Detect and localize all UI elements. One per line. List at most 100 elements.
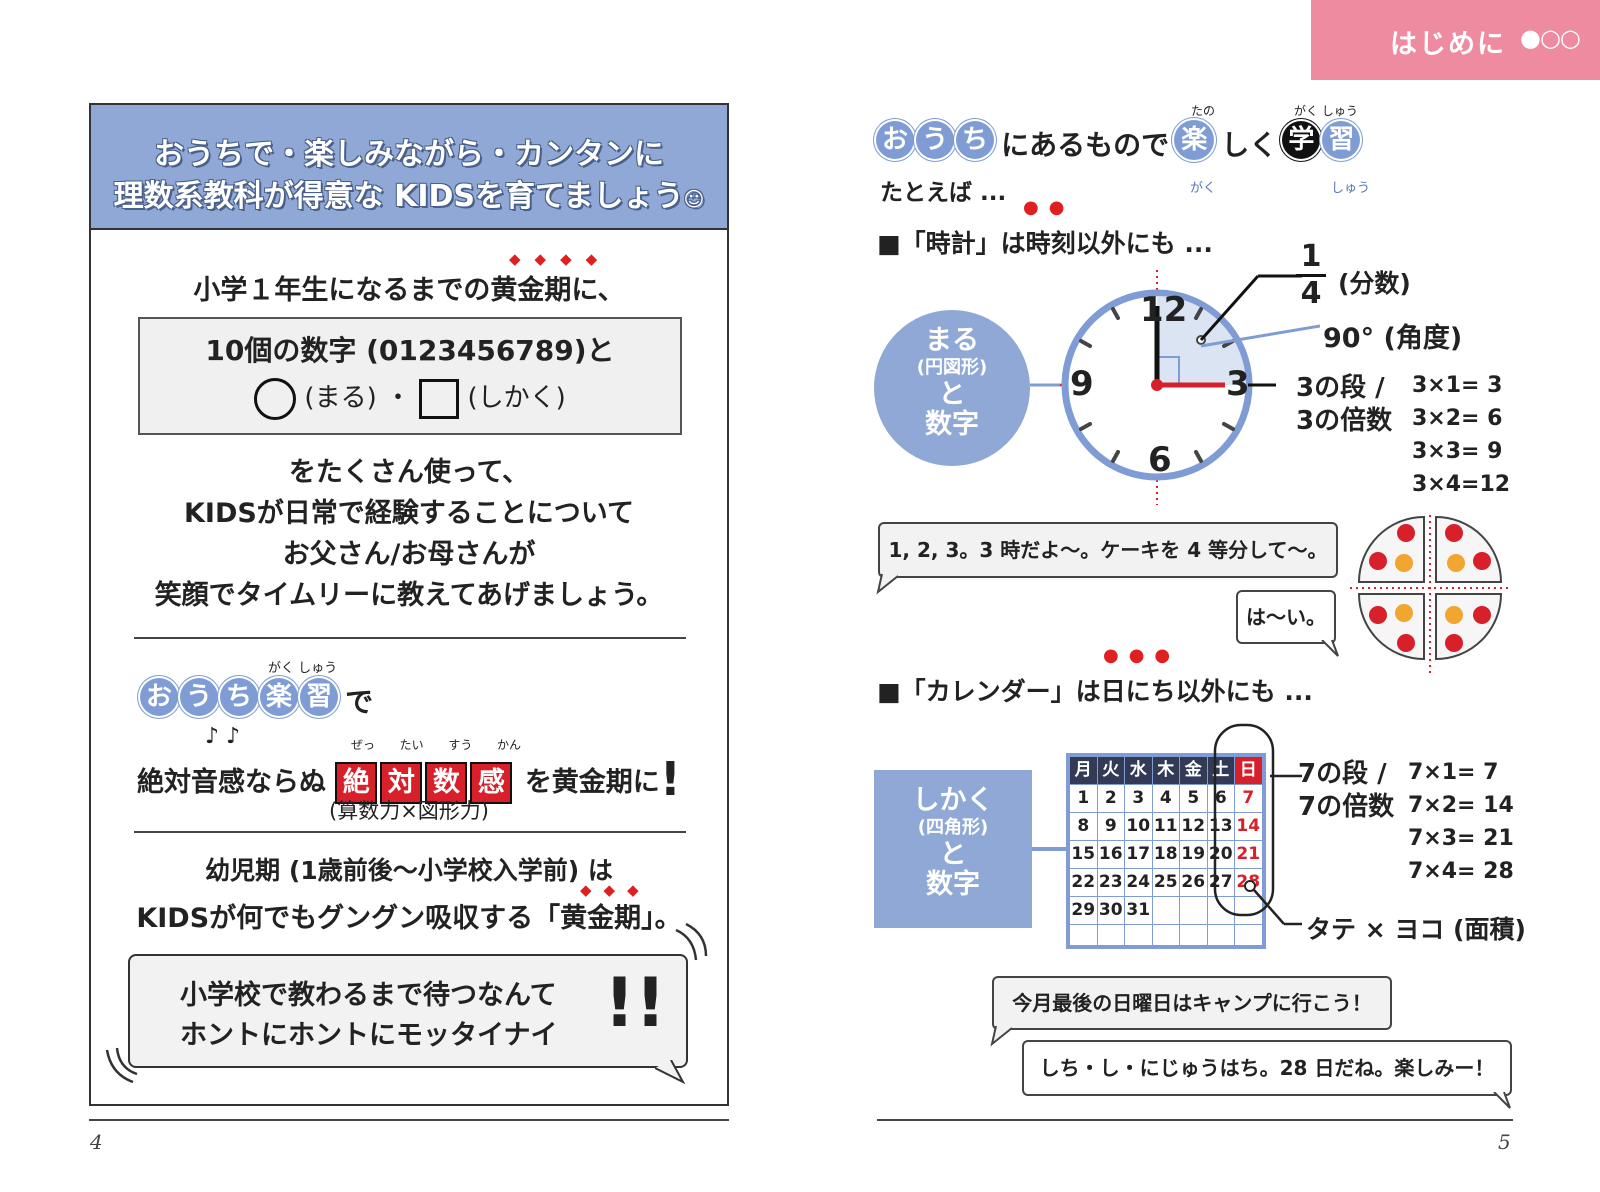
page-rule <box>89 1119 729 1121</box>
calendar-day-cell: 10 <box>1125 813 1152 840</box>
calendar-empty-cell <box>1207 925 1234 945</box>
digits-box: 10個の数字 (0123456789)と (まる) ・ (しかく) <box>138 317 682 435</box>
calendar-header-cell: 火 <box>1097 757 1124 784</box>
emphasis-dots: ◆◆◆◆ <box>509 250 612 268</box>
calendar-day-cell: 23 <box>1097 869 1124 896</box>
calendar-empty-cell <box>1152 925 1179 945</box>
body-line-3: お父さん/お母さんが <box>282 539 536 570</box>
calendar-empty-cell <box>1125 925 1152 945</box>
calendar-header-cell: 土 <box>1207 757 1234 784</box>
intro-text: 小学１年生になるまでの黄金期に、 <box>193 275 625 306</box>
ouchi-ruby: がく しゅう <box>268 661 338 676</box>
ouchi-gakushu-heading: おうち楽習 で <box>140 678 373 721</box>
dan7-line: 7の倍数 <box>1298 792 1395 822</box>
calendar-header-cell: 水 <box>1125 757 1152 784</box>
calendar-speech-bubble-1: 今月最後の日曜日はキャンプに行こう！ <box>992 976 1392 1030</box>
clock-diagram <box>1030 270 1320 505</box>
dan3-line: 3の倍数 <box>1296 406 1393 436</box>
calendar-day-cell: 3 <box>1125 785 1152 812</box>
title-ruby-shu: しゅう <box>1331 181 1371 196</box>
calendar-empty-cell <box>1235 925 1262 945</box>
calendar-day-cell: 16 <box>1097 841 1124 868</box>
calendar-day-cell: 22 <box>1070 869 1097 896</box>
calendar-empty-cell <box>1180 925 1207 945</box>
music-notes-icon: ♪ ♪ <box>205 724 241 749</box>
clock-number-6: 6 <box>1148 440 1172 480</box>
calendar-day-cell: 7 <box>1235 785 1262 812</box>
black-round-char: 学 <box>1282 121 1321 159</box>
label-line: まる <box>925 325 979 356</box>
calendar-day-cell: 4 <box>1152 785 1179 812</box>
ouchi-suffix: で <box>345 685 374 719</box>
title-middle: にあるもので <box>1001 128 1170 162</box>
round-char: 楽 <box>1174 120 1215 160</box>
red-box-char: 絶 <box>335 762 378 804</box>
round-char: 習 <box>300 678 338 716</box>
fraction-bar <box>1296 274 1326 277</box>
header-line-2-text: 理数系教科が得意な KIDSを育てましょう <box>113 179 684 214</box>
mult-row: 3×2= 6 <box>1412 406 1503 431</box>
round-char: う <box>916 121 954 159</box>
left-page-frame <box>89 103 729 1106</box>
shout-lines-icon <box>675 922 708 961</box>
calendar-day-cell: 11 <box>1152 813 1179 840</box>
ruby: たい <box>399 738 424 752</box>
calendar-header-cell: 木 <box>1152 757 1179 784</box>
label-line: 数字 <box>926 869 980 900</box>
bubble-tail-icon <box>1493 1092 1511 1109</box>
calendar-day-cell: 24 <box>1125 869 1152 896</box>
motto-text: 小学校で教わるまで待つなんて ホントにホントにモッタイナイ <box>180 976 557 1056</box>
calendar-day-cell <box>1207 897 1234 924</box>
cake-quarters-icon <box>1350 515 1510 675</box>
calendar-day-cell: 1 <box>1070 785 1097 812</box>
label-line: 数字 <box>925 409 979 440</box>
bubble-tail-icon <box>1321 640 1339 657</box>
dan3-line: 3の段 / <box>1296 373 1385 403</box>
square-shape-icon <box>419 378 460 419</box>
page-rule <box>877 1119 1513 1121</box>
ruby: ぜっ <box>351 738 376 752</box>
absolute-sense-line: 絶対音感ならぬ 絶対数感 を黄金期に! <box>137 752 681 806</box>
calendar-day-cell: 9 <box>1097 813 1124 840</box>
round-char: お <box>140 678 178 716</box>
ruby: かん <box>496 738 521 752</box>
calendar-day-cell: 14 <box>1235 813 1262 840</box>
mult7-table: 7×1= 7 7×2= 14 7×3= 21 7×4= 28 <box>1408 756 1514 888</box>
shapes-line: (まる) ・ (しかく) <box>140 377 680 420</box>
page-progress-dots: ●○○ <box>1520 24 1581 52</box>
section-tab-label: はじめに <box>1390 29 1506 60</box>
calendar-day-cell: 8 <box>1070 813 1097 840</box>
round-char: 習 <box>1322 121 1361 159</box>
calendar-day-cell: 5 <box>1180 785 1207 812</box>
red-box-char: 数 <box>425 762 468 804</box>
title-ruby-gakushu: がく しゅう <box>1294 104 1358 118</box>
round-char: 楽 <box>260 678 298 716</box>
label-line: と <box>939 839 967 870</box>
bubble-tail-icon <box>876 574 899 595</box>
dan7-label: 7の段 / 7の倍数 <box>1298 758 1394 824</box>
mult-row: 3×1= 3 <box>1412 373 1503 398</box>
motto-bubble: 小学校で教わるまで待つなんて ホントにホントにモッタイナイ !! <box>128 954 688 1068</box>
smile-icon: ☺ <box>683 187 705 211</box>
calendar-day-cell <box>1152 897 1179 924</box>
shout-lines-icon <box>105 1047 138 1084</box>
circle-shape-label: まる (円図形) と 数字 <box>874 310 1030 466</box>
clock-speech-bubble: 1, 2, 3。3 時だよ〜。ケーキを 4 等分して〜。 <box>878 522 1338 578</box>
absolute-suffix: を黄金期に <box>524 767 660 798</box>
body-line-4: 笑顔でタイムリーに教えてあげましょう。 <box>154 580 664 611</box>
clock-number-12: 12 <box>1140 290 1188 330</box>
emphasis-dots: ●● <box>1023 197 1075 218</box>
fraction: 1 4 <box>1296 240 1326 311</box>
calendar-day-cell: 21 <box>1235 841 1262 868</box>
clock-number-3: 3 <box>1226 364 1250 404</box>
red-box-char: 対 <box>380 762 423 804</box>
round-char: ち <box>220 678 258 716</box>
shape-separator: ・ <box>384 383 411 413</box>
calendar-day-cell: 26 <box>1180 869 1207 896</box>
infancy-line-2: KIDSが何でもグングン吸収する「黄金期」。 <box>136 903 682 934</box>
emphasis-dots: ◆◆◆ <box>580 881 651 899</box>
page-number-left: 4 <box>90 1130 103 1154</box>
exclamation-icon: ! <box>659 752 681 806</box>
round-char: ち <box>956 121 994 159</box>
header-line-2: 理数系教科が得意な KIDSを育てましょう☺ <box>91 171 727 215</box>
